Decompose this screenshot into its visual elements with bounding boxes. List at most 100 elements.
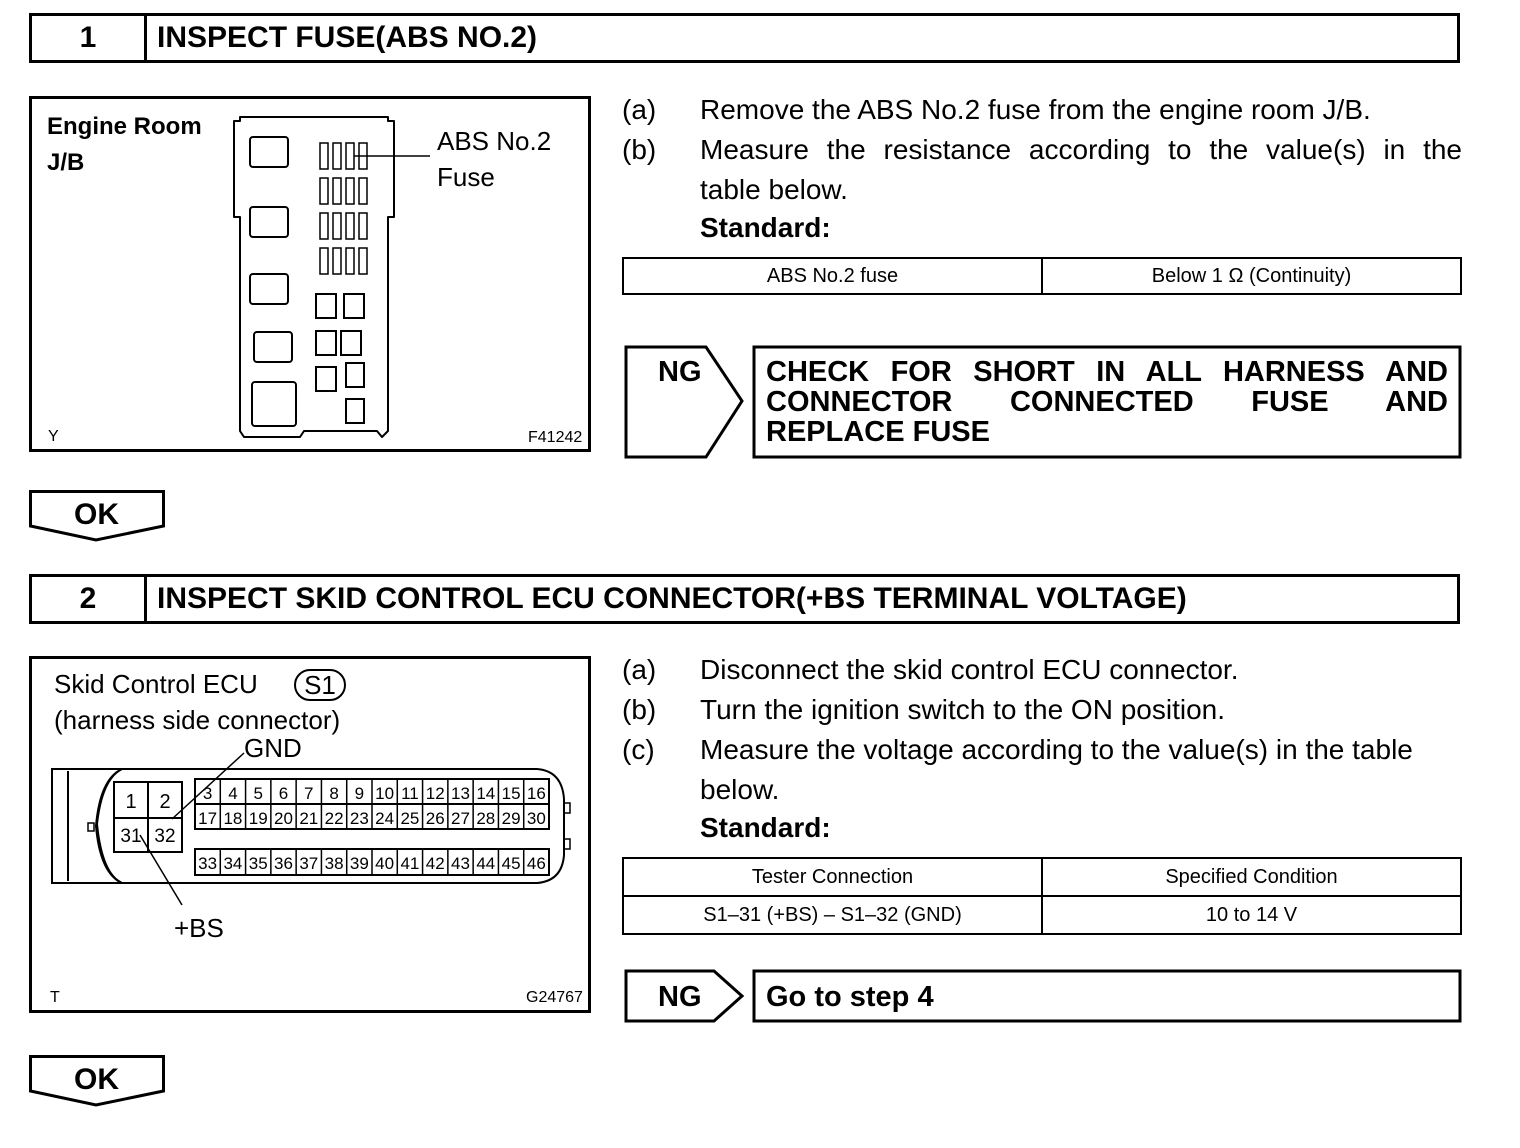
step2-ok-button[interactable]: OK — [29, 1055, 167, 1112]
instruction-label: (a) — [622, 94, 657, 125]
pin-number: 14 — [476, 784, 495, 803]
pin-number: 8 — [329, 784, 338, 803]
pin-number: 30 — [527, 809, 546, 828]
pin-number: 17 — [198, 809, 217, 828]
pin-number: 19 — [249, 809, 268, 828]
pin-number: 43 — [451, 854, 470, 873]
table-header-row: Tester Connection Specified Condition — [622, 857, 1462, 897]
pin-number: 38 — [325, 854, 344, 873]
figure-label-line2: J/B — [47, 149, 85, 176]
figure-corner-letter: Y — [48, 428, 59, 445]
step2-header: 2 INSPECT SKID CONTROL ECU CONNECTOR(+BS… — [29, 574, 1460, 624]
instruction-text-line2: below. — [700, 774, 780, 805]
pin-number: 27 — [451, 809, 470, 828]
step2-ng-box — [624, 969, 1462, 1023]
pin-number: 40 — [375, 854, 394, 873]
step1-ng-label: NG — [658, 356, 702, 388]
table-cell: 10 to 14 V — [1041, 895, 1462, 935]
table-row: ABS No.2 fuse Below 1 Ω (Continuity) — [622, 257, 1462, 295]
step2-ng-text: Go to step 4 — [766, 981, 934, 1013]
step1-title: INSPECT FUSE(ABS NO.2) — [157, 21, 538, 54]
step2-ng-label: NG — [658, 981, 702, 1013]
pin-number: 29 — [502, 809, 521, 828]
instruction-text: Remove the ABS No.2 fuse from the engine… — [700, 94, 1371, 125]
ok-arrow-icon — [29, 490, 165, 542]
step1-header: 1 INSPECT FUSE(ABS NO.2) — [29, 13, 1460, 63]
pin-number: 20 — [274, 809, 293, 828]
ok-label: OK — [74, 498, 119, 531]
table-cell: ABS No.2 fuse — [622, 257, 1043, 295]
ok-label: OK — [74, 1063, 119, 1096]
fuse-callout-line2: Fuse — [437, 162, 495, 192]
step2-instruction-a: (a) Disconnect the skid control ECU conn… — [622, 650, 1462, 690]
step1-standard-label: Standard: — [700, 212, 831, 243]
figure-label-line1: Skid Control ECU — [54, 669, 258, 699]
instruction-label: (c) — [622, 734, 655, 765]
table-header-cell: Specified Condition — [1041, 857, 1462, 897]
pin-number: 25 — [400, 809, 419, 828]
pin-number: 11 — [401, 784, 419, 803]
gnd-label: GND — [244, 733, 302, 763]
pin-number: 2 — [159, 791, 170, 813]
instruction-text: Turn the ignition switch to the ON posit… — [700, 694, 1225, 725]
connector-id-badge: S1 — [294, 669, 346, 701]
junction-block-drawing — [233, 116, 430, 438]
pin-number: 26 — [426, 809, 445, 828]
figure-corner-letter: T — [50, 989, 60, 1006]
step1-ng-line3: REPLACE FUSE — [766, 416, 990, 448]
pin-number: 5 — [253, 784, 262, 803]
instruction-label: (b) — [622, 694, 657, 725]
pin-number: 16 — [527, 784, 546, 803]
pin-number: 31 — [120, 826, 141, 847]
table-row: S1–31 (+BS) – S1–32 (GND) 10 to 14 V — [622, 895, 1462, 935]
pin-number: 1 — [125, 791, 136, 813]
pin-number: 18 — [223, 809, 242, 828]
pin-number: 35 — [249, 854, 268, 873]
pin-number: 15 — [502, 784, 521, 803]
pin-number: 22 — [325, 809, 344, 828]
step1-spec-table: ABS No.2 fuse Below 1 Ω (Continuity) — [622, 257, 1462, 295]
table-cell: S1–31 (+BS) – S1–32 (GND) — [622, 895, 1043, 935]
pin-number: 41 — [400, 854, 419, 873]
pin-number: 42 — [426, 854, 445, 873]
ecu-connector-figure: Skid Control ECU S1 (harness side connec… — [29, 656, 591, 1013]
pin-number: 36 — [274, 854, 293, 873]
pin-number: 21 — [299, 809, 318, 828]
pin-number: 6 — [279, 784, 288, 803]
pin-number: 4 — [228, 784, 237, 803]
figure-code: F41242 — [528, 429, 583, 446]
pin-number: 32 — [154, 826, 175, 847]
pin-number: 46 — [527, 854, 546, 873]
pin-number: 37 — [299, 854, 318, 873]
step1-instruction-b: (b) Measure the resistance according to … — [622, 130, 1462, 210]
pin-number: 7 — [304, 784, 313, 803]
pin-number: 12 — [426, 784, 445, 803]
pin-number: 3 — [203, 784, 212, 803]
pin-number: 45 — [502, 854, 521, 873]
pin-number: 28 — [476, 809, 495, 828]
fuse-figure: Engine Room J/B ABS No.2 Fuse Y F41242 — [29, 96, 591, 452]
pin-number: 13 — [451, 784, 470, 803]
figure-label-line2: (harness side connector) — [54, 705, 341, 735]
step2-spec-table: Tester Connection Specified Condition S1… — [622, 857, 1462, 935]
step1-ok-button[interactable]: OK — [29, 490, 167, 547]
figure-code: G24767 — [526, 989, 583, 1006]
instruction-text-line2: table below. — [700, 174, 848, 205]
pin-number: 23 — [350, 809, 369, 828]
bs-label: +BS — [174, 913, 224, 943]
table-cell: Below 1 Ω (Continuity) — [1041, 257, 1462, 295]
pin-number: 9 — [355, 784, 364, 803]
instruction-text-line1: Measure the voltage according to the val… — [700, 734, 1413, 765]
step1-ng-line1: CHECK FOR SHORT IN ALL HARNESS AND — [766, 356, 1448, 388]
instruction-text-line1: Measure the resistance according to the … — [700, 134, 1462, 165]
step2-number: 2 — [32, 577, 147, 621]
step2-title: INSPECT SKID CONTROL ECU CONNECTOR(+BS T… — [157, 582, 1187, 615]
step1-ng-line2: CONNECTOR CONNECTED FUSE AND — [766, 386, 1448, 418]
table-header-cell: Tester Connection — [622, 857, 1043, 897]
instruction-label: (a) — [622, 654, 657, 685]
pin-number: 24 — [375, 809, 394, 828]
pin-number: 33 — [198, 854, 217, 873]
figure-label-line1: Engine Room — [47, 113, 202, 140]
step1-instruction-a: (a) Remove the ABS No.2 fuse from the en… — [622, 90, 1462, 130]
